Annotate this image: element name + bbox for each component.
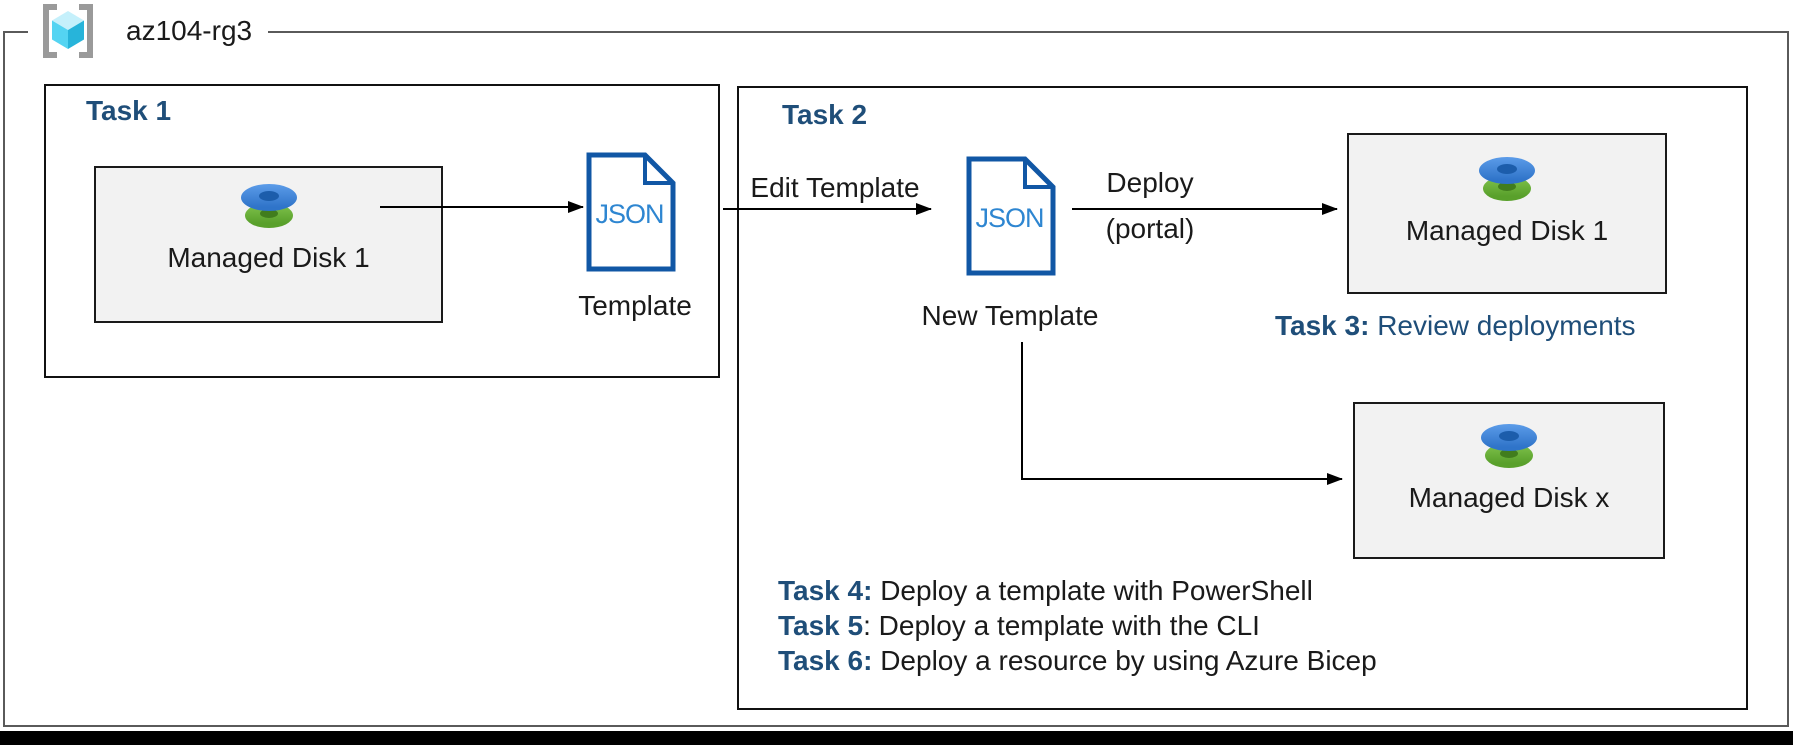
resource-group-icon	[36, 2, 100, 60]
resource-group-name: az104-rg3	[126, 15, 253, 46]
task5-description: : Deploy a template with the CLI	[863, 610, 1260, 641]
managed-disk-1-deployed-box: Managed Disk 1	[1347, 133, 1667, 294]
deploy-arrow-label: Deploy	[1106, 167, 1194, 198]
managed-disk-icon	[240, 184, 298, 230]
resource-group-frame	[3, 31, 1789, 727]
task1-title: Task 1	[86, 95, 172, 126]
task4-prefix: Task 4:	[778, 575, 873, 606]
bottom-black-bar	[0, 731, 1793, 745]
managed-disk-x-box: Managed Disk x	[1353, 402, 1665, 559]
task5-prefix: Task 5	[778, 610, 864, 641]
json-template-icon: JSON	[585, 152, 677, 272]
task4-description: Deploy a template with PowerShell	[872, 575, 1313, 606]
json-file-type-label: JSON	[595, 199, 664, 229]
task3-prefix: Task 3:	[1275, 310, 1370, 341]
task3-description: Review deployments	[1369, 310, 1636, 341]
json-file-type-label: JSON	[975, 203, 1044, 233]
managed-disk-icon	[1478, 157, 1536, 203]
json-new-template-icon: JSON	[965, 156, 1057, 276]
managed-disk-1-box: Managed Disk 1	[94, 166, 443, 323]
resource-group-header: az104-rg3	[28, 2, 269, 60]
managed-disk-x-label: Managed Disk x	[1408, 482, 1610, 513]
deploy-portal-label: (portal)	[1105, 213, 1195, 244]
task5-text: Task 5: Deploy a template with the CLI	[778, 608, 1377, 643]
task6-text: Task 6: Deploy a resource by using Azure…	[778, 643, 1377, 678]
task4-text: Task 4: Deploy a template with PowerShel…	[778, 573, 1377, 608]
task3-text: Task 3: Review deployments	[1275, 310, 1636, 342]
task-list: Task 4: Deploy a template with PowerShel…	[778, 573, 1377, 678]
new-template-caption: New Template	[921, 300, 1099, 331]
task6-prefix: Task 6:	[778, 645, 873, 676]
task6-description: Deploy a resource by using Azure Bicep	[872, 645, 1377, 676]
template-caption: Template	[578, 290, 692, 321]
managed-disk-1-label: Managed Disk 1	[167, 242, 370, 273]
edit-template-arrow-label: Edit Template	[750, 172, 920, 203]
managed-disk-icon	[1480, 424, 1538, 470]
managed-disk-1-label: Managed Disk 1	[1405, 215, 1609, 246]
task2-title: Task 2	[782, 99, 868, 130]
